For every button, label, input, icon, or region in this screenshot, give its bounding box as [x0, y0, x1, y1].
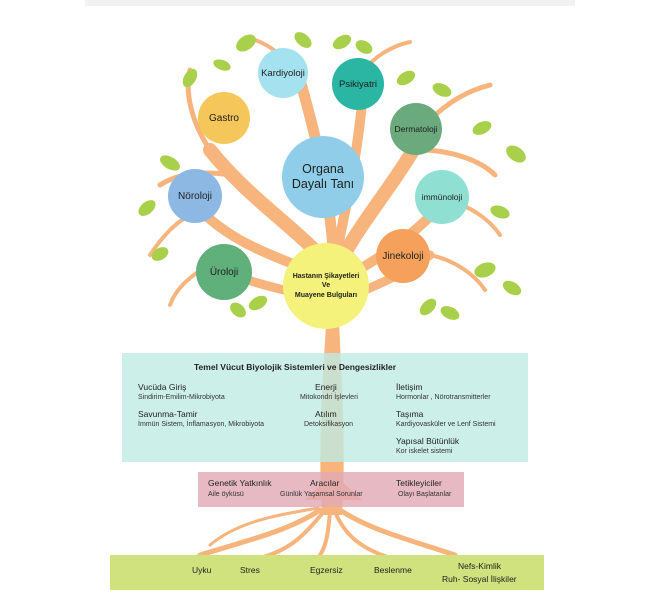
middle-genetik-sub: Aile öyküsü — [208, 491, 244, 498]
circle-noroloji-label: Nöroloji — [178, 190, 212, 202]
circle-immunoloji-label: immünoloji — [421, 192, 463, 202]
middle-tetikleyiciler-sub: Olayı Başlatanlar — [398, 491, 452, 498]
system-iletisim-sub: Hormonlar , Nörotransmitterler — [396, 394, 491, 401]
middle-aracilar-title: Aracılar — [310, 478, 340, 488]
middle-tetikleyiciler-title: Tetikleyiciler — [396, 478, 442, 488]
bottom-stres: Stres — [240, 565, 260, 575]
circle-hastanin: Hastanın Şikayetleri Ve Muayene Bulgular… — [283, 243, 369, 329]
circle-immunoloji: immünoloji — [415, 170, 469, 224]
bottom-ruh-sosyal: Ruh- Sosyal İlişkiler — [442, 574, 517, 584]
system-enerji-sub: Mitokondri İşlevleri — [300, 394, 358, 401]
circle-dermatoloji-label: Dermatoloji — [394, 124, 438, 134]
system-yapisal-title: Yapısal Bütünlük — [396, 436, 460, 446]
system-tasima-title: Taşıma — [396, 409, 424, 419]
system-iletisim-title: İletişim — [396, 382, 423, 392]
hastanin-line2: Ve — [321, 282, 331, 290]
circle-psikiyatri: Psikiyatri — [332, 58, 384, 110]
circle-kardiyoloji: Kardiyoloji — [258, 48, 308, 98]
circle-jinekoloji: Jinekoloji — [376, 229, 430, 283]
circle-noroloji: Nöroloji — [168, 169, 222, 223]
bottom-egzersiz: Egzersiz — [310, 565, 343, 575]
hastanin-line1: Hastanın Şikayetleri — [292, 273, 360, 281]
system-enerji-title: Enerji — [315, 382, 337, 392]
system-savunma-tamir-title: Savunma-Tamir — [138, 409, 198, 419]
system-tasima-sub: Kardiyovasküler ve Lenf Sistemi — [396, 421, 496, 428]
circle-psikiyatri-label: Psikiyatri — [338, 78, 377, 90]
middle-genetik-title: Genetik Yatkınlık — [208, 478, 272, 488]
hastanin-line3: Muayene Bulguları — [294, 291, 358, 299]
systems-panel: Temel Vücut Biyolojik Sistemleri ve Deng… — [122, 353, 528, 462]
circle-uroloji: Üroloji — [196, 244, 252, 300]
circle-uroloji-label: Üroloji — [209, 266, 239, 278]
system-vucuda-giris-title: Vucüda Giriş — [138, 382, 187, 392]
system-atilim-sub: Detoksifikasyon — [304, 421, 354, 428]
middle-aracilar-sub: Günlük Yaşamsal Sorunlar — [280, 491, 363, 498]
systems-title: Temel Vücut Biyolojik Sistemleri ve Deng… — [194, 362, 397, 372]
circle-jinekoloji-label: Jinekoloji — [382, 250, 424, 262]
top-shade — [85, 0, 575, 6]
system-savunma-tamir-sub: İmmün Sistem, İnflamasyon, Mikrobiyota — [138, 421, 265, 428]
circle-gastro: Gastro — [198, 92, 250, 144]
system-yapisal-sub: Kor iskelet sistemi — [396, 448, 453, 455]
bottom-nefs-kimlik: Nefs-Kimlik — [458, 561, 501, 571]
middle-panel: Genetik Yatkınlık Aile öyküsü Aracılar G… — [198, 472, 464, 507]
circle-center-label: Organa Dayalı Tanı — [291, 162, 355, 191]
bottom-uyku: Uyku — [192, 565, 212, 575]
circle-dermatoloji: Dermatoloji — [390, 103, 442, 155]
circle-kardiyoloji-label: Kardiyoloji — [261, 67, 305, 79]
system-atilim-title: Atılım — [315, 409, 337, 419]
tree-leaves — [138, 32, 526, 320]
system-vucuda-giris-sub: Sindirim-Emilim-Mikrobiyota — [138, 394, 225, 401]
circle-center: Organa Dayalı Tanı — [282, 136, 364, 218]
circle-gastro-label: Gastro — [208, 112, 239, 124]
bottom-bar: Uyku Stres Egzersiz Beslenme Nefs-Kimlik… — [110, 555, 544, 590]
bottom-beslenme: Beslenme — [374, 565, 412, 575]
